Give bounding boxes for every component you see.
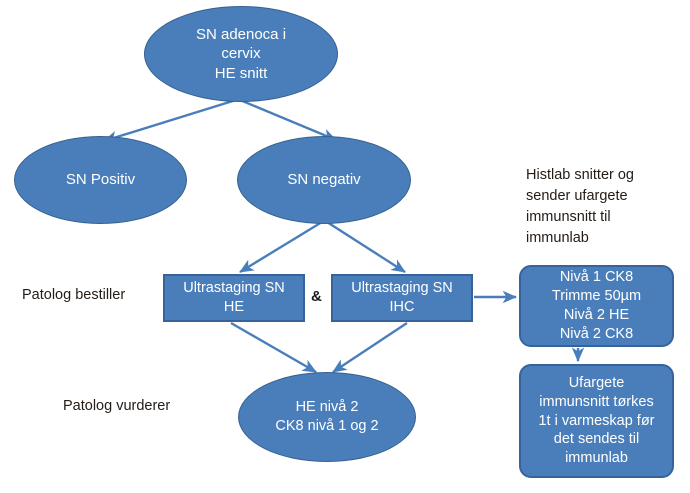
edge-he-to-bottom bbox=[230, 321, 317, 374]
node-label: SN Positiv bbox=[65, 171, 136, 189]
edge-top-to-positive bbox=[103, 98, 237, 143]
node-label: Ultrastaging SN IHC bbox=[351, 280, 453, 315]
edge-negative-to-ihc bbox=[326, 220, 406, 274]
node-label: Ufargete immunsnitt tørkes 1t i varmeska… bbox=[538, 374, 655, 467]
node-label: SN adenoca i cervix HE snitt bbox=[195, 25, 287, 82]
ampersand-connector: & bbox=[311, 288, 322, 305]
node-he-niva-2-ck8[interactable]: HE nivå 2 CK8 nivå 1 og 2 bbox=[238, 372, 416, 462]
edge-top-to-negative bbox=[239, 98, 337, 142]
node-levels-ck8[interactable]: Nivå 1 CK8 Trimme 50µm Nivå 2 HE Nivå 2 … bbox=[519, 265, 674, 347]
node-label: HE nivå 2 CK8 nivå 1 og 2 bbox=[275, 399, 379, 434]
node-sn-positive[interactable]: SN Positiv bbox=[14, 136, 187, 224]
edge-ihc-to-bottom bbox=[332, 321, 408, 374]
edge-negative-to-he bbox=[239, 220, 323, 274]
annotation-patolog-vurderer: Patolog vurderer bbox=[63, 398, 171, 414]
node-label: SN negativ bbox=[287, 171, 361, 189]
node-sn-negative[interactable]: SN negativ bbox=[237, 136, 411, 224]
node-drying-immunlab[interactable]: Ufargete immunsnitt tørkes 1t i varmeska… bbox=[519, 364, 674, 478]
node-ultrastaging-sn-he[interactable]: Ultrastaging SN HE bbox=[163, 274, 305, 322]
node-sn-adenoca-cervix[interactable]: SN adenoca i cervix HE snitt bbox=[144, 6, 338, 102]
annotation-patolog-bestiller: Patolog bestiller bbox=[22, 287, 126, 303]
node-label: Ultrastaging SN HE bbox=[183, 280, 285, 315]
node-ultrastaging-sn-ihc[interactable]: Ultrastaging SN IHC bbox=[331, 274, 473, 322]
annotation-histlab: Histlab snitter og sender ufargete immun… bbox=[526, 167, 634, 247]
node-label: Nivå 1 CK8 Trimme 50µm Nivå 2 HE Nivå 2 … bbox=[551, 269, 642, 342]
